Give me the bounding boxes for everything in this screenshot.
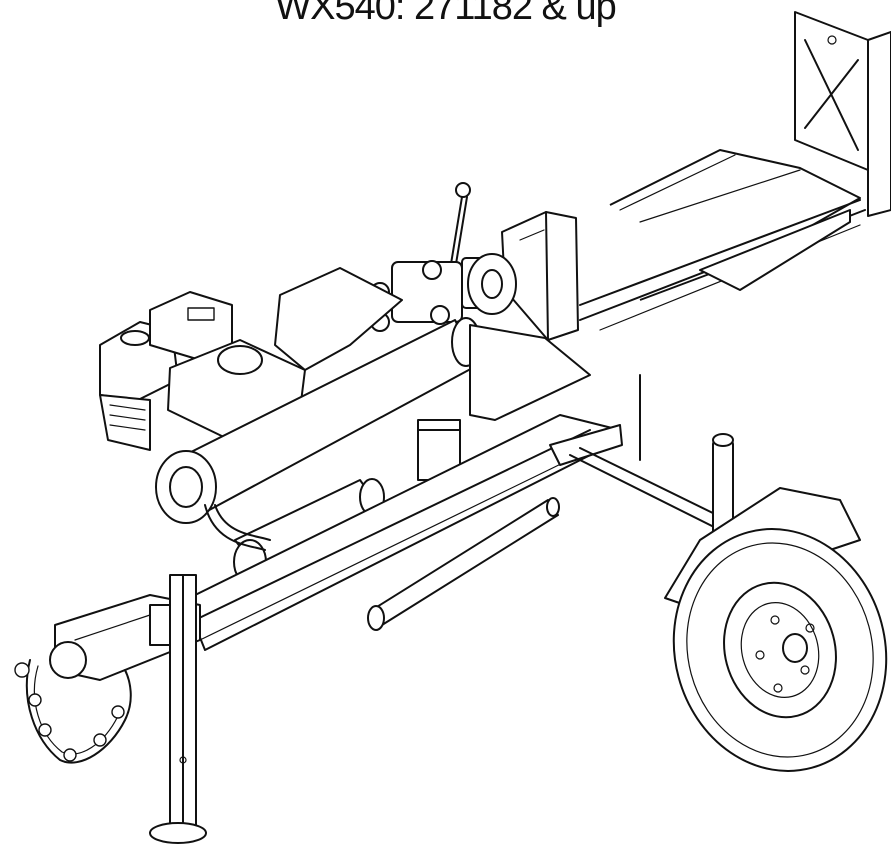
hydraulic-valve [370, 253, 517, 332]
engine [99, 267, 403, 451]
wheel [672, 528, 888, 772]
safety-chain [14, 659, 132, 764]
figure-title: WX540: 271182 & up [275, 0, 616, 28]
tongue-beam [184, 414, 623, 651]
control-handle [449, 182, 471, 271]
splitting-wedge [501, 211, 579, 341]
push-plate [794, 11, 891, 217]
jack-stand [149, 574, 207, 844]
trailer-coupler [49, 594, 201, 681]
splitter-beam [579, 149, 866, 331]
hydraulic-tube [367, 497, 560, 631]
